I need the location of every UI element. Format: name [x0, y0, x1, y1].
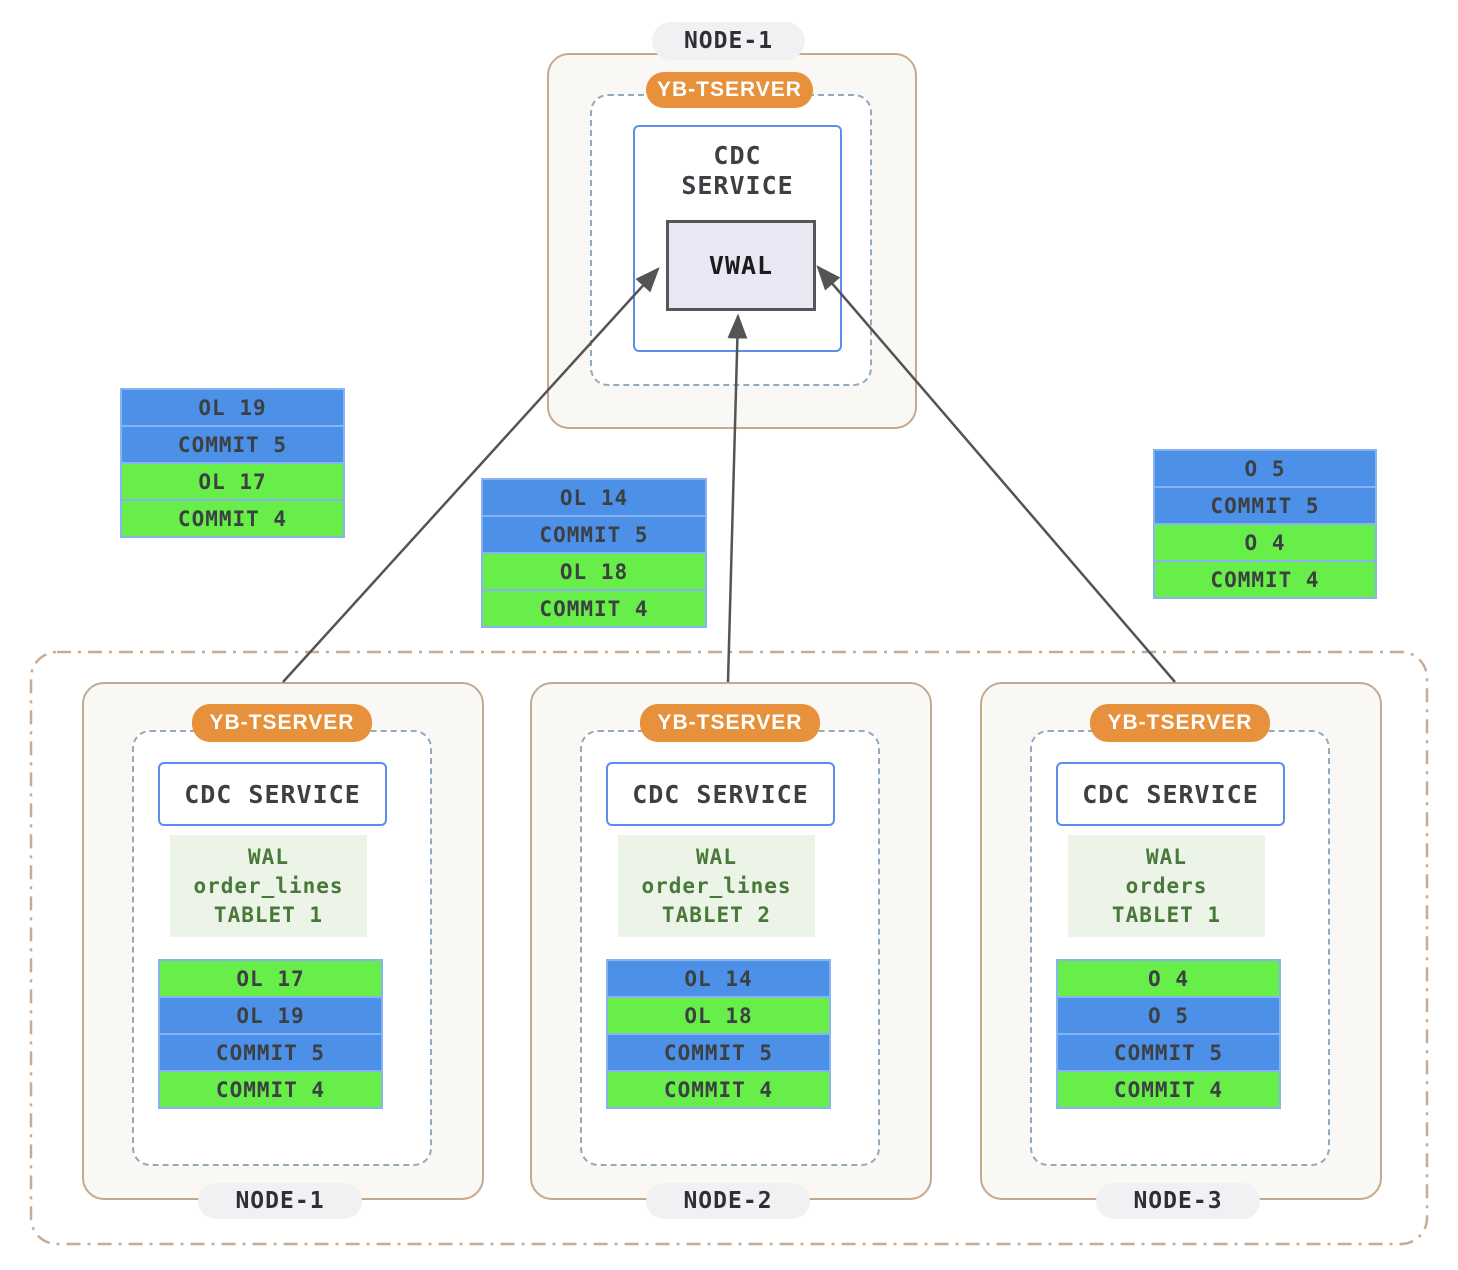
wal-record: OL 17 — [120, 462, 345, 501]
wal-tablet-name: TABLET 2 — [661, 902, 772, 927]
bottom-node-1-label: NODE-1 — [198, 1183, 362, 1219]
bottom-node-2-label: NODE-2 — [646, 1183, 810, 1219]
wal-line: WAL — [1146, 844, 1187, 869]
wal-record: O 4 — [1056, 959, 1281, 998]
wal-record: COMMIT 5 — [1153, 486, 1377, 525]
wal-record: COMMIT 4 — [120, 499, 345, 538]
bottom-node-3-cdc-service-box: CDC SERVICE — [1056, 762, 1285, 826]
node-label-text: NODE-2 — [683, 1188, 773, 1214]
bottom-node-2-cdc-service-box: CDC SERVICE — [606, 762, 835, 826]
bottom-node-2-wal-title: WAL order_lines TABLET 2 — [618, 835, 815, 937]
wal-record: OL 18 — [606, 996, 831, 1035]
node-label-text: NODE-3 — [1133, 1188, 1223, 1214]
top-tserver-badge: YB-TSERVER — [646, 72, 813, 108]
tserver-badge-text: YB-TSERVER — [209, 711, 355, 734]
wal-table-name: order_lines — [193, 873, 344, 898]
wal-record: COMMIT 4 — [1056, 1070, 1281, 1109]
node-label-text: NODE-1 — [235, 1188, 325, 1214]
bottom-node-3: YB-TSERVER CDC SERVICE WAL orders TABLET… — [980, 682, 1382, 1219]
wal-record: COMMIT 5 — [120, 425, 345, 464]
wal-tablet-name: TABLET 1 — [1111, 902, 1222, 927]
bottom-node-3-wal-title: WAL orders TABLET 1 — [1068, 835, 1265, 937]
wal-table-name: order_lines — [641, 873, 792, 898]
wal-record: COMMIT 5 — [158, 1033, 383, 1072]
cdc-service-label: CDC SERVICE — [632, 779, 809, 809]
wal-line: WAL — [696, 844, 737, 869]
cdc-service-title-line2: SERVICE — [681, 171, 794, 200]
tserver-badge-text: YB-TSERVER — [657, 711, 803, 734]
wal-record: OL 19 — [120, 388, 345, 427]
wal-record: COMMIT 5 — [606, 1033, 831, 1072]
wal-record: O 5 — [1153, 449, 1377, 488]
wal-record: OL 14 — [481, 478, 707, 517]
bottom-node-1-wal-title: WAL order_lines TABLET 1 — [170, 835, 367, 937]
bottom-node-1: YB-TSERVER CDC SERVICE WAL order_lines T… — [82, 682, 484, 1219]
wal-record: COMMIT 4 — [606, 1070, 831, 1109]
wal-record: O 4 — [1153, 523, 1377, 562]
top-node-label-text: NODE-1 — [683, 28, 774, 54]
vwal-label: VWAL — [708, 251, 774, 280]
wal-record: COMMIT 4 — [158, 1070, 383, 1109]
wal-record: COMMIT 5 — [1056, 1033, 1281, 1072]
top-tserver-badge-text: YB-TSERVER — [657, 78, 802, 101]
wal-record: OL 14 — [606, 959, 831, 998]
wal-record: COMMIT 5 — [481, 515, 707, 554]
top-node-label: NODE-1 — [652, 22, 805, 60]
cdc-service-label: CDC SERVICE — [184, 779, 361, 809]
bottom-node-3-tserver-badge: YB-TSERVER — [1090, 704, 1270, 742]
wal-record: O 5 — [1056, 996, 1281, 1035]
cdc-service-label: CDC SERVICE — [1082, 779, 1259, 809]
bottom-node-1-cdc-service-box: CDC SERVICE — [158, 762, 387, 826]
wal-tablet-name: TABLET 1 — [213, 902, 324, 927]
bottom-node-3-label: NODE-3 — [1096, 1183, 1260, 1219]
vwal-box: VWAL — [666, 220, 816, 311]
bottom-node-1-tserver-badge: YB-TSERVER — [192, 704, 372, 742]
wal-record: COMMIT 4 — [1153, 560, 1377, 599]
bottom-node-2-tserver-badge: YB-TSERVER — [640, 704, 820, 742]
tserver-badge-text: YB-TSERVER — [1107, 711, 1253, 734]
wal-record: OL 19 — [158, 996, 383, 1035]
wal-record: COMMIT 4 — [481, 589, 707, 628]
wal-line: WAL — [248, 844, 289, 869]
wal-record: OL 18 — [481, 552, 707, 591]
bottom-node-2: YB-TSERVER CDC SERVICE WAL order_lines T… — [530, 682, 932, 1219]
wal-table-name: orders — [1125, 873, 1208, 898]
cdc-service-title-line1: CDC — [713, 141, 762, 170]
wal-record: OL 17 — [158, 959, 383, 998]
